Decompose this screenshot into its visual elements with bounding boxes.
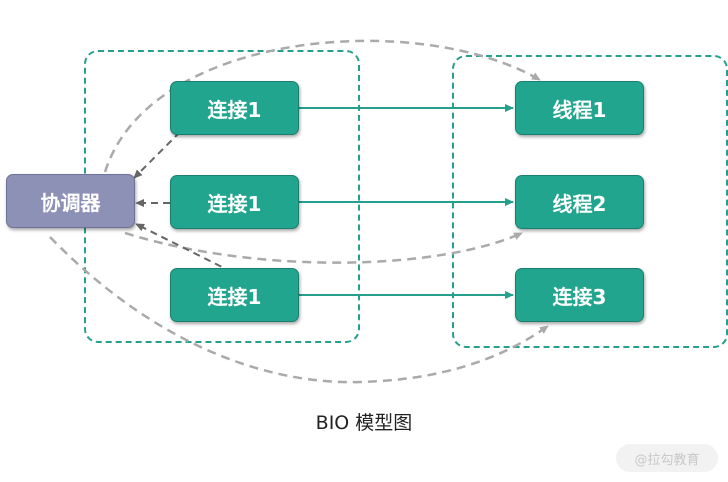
diagram-caption: BIO 模型图	[315, 412, 413, 434]
thread-1-label: 线程1	[552, 97, 607, 122]
coordinator-node: 协调器	[6, 174, 135, 228]
connection-node-3: 连接3	[515, 268, 644, 322]
edge-conn-a-to-coordinator	[133, 131, 181, 179]
curve-coordinator-to-conn-3	[49, 236, 549, 384]
connection-a-label: 连接1	[207, 97, 262, 122]
coordinator-label: 协调器	[40, 190, 101, 215]
connection-node-a: 连接1	[170, 81, 299, 135]
watermark: @拉勾教育	[616, 444, 718, 472]
thread-node-1: 线程1	[515, 81, 644, 135]
curve-coordinator-to-thread-2	[124, 231, 523, 264]
curve-coordinator-to-thread-1	[103, 39, 541, 173]
connection-node-c: 连接1	[170, 268, 299, 322]
connection-3-label: 连接3	[552, 284, 607, 309]
connection-c-label: 连接1	[207, 284, 262, 309]
connection-node-b: 连接1	[170, 175, 299, 229]
connection-b-label: 连接1	[207, 191, 262, 216]
thread-node-2: 线程2	[515, 175, 644, 229]
edge-conn-c-to-coordinator	[135, 223, 233, 273]
thread-2-label: 线程2	[552, 191, 607, 216]
